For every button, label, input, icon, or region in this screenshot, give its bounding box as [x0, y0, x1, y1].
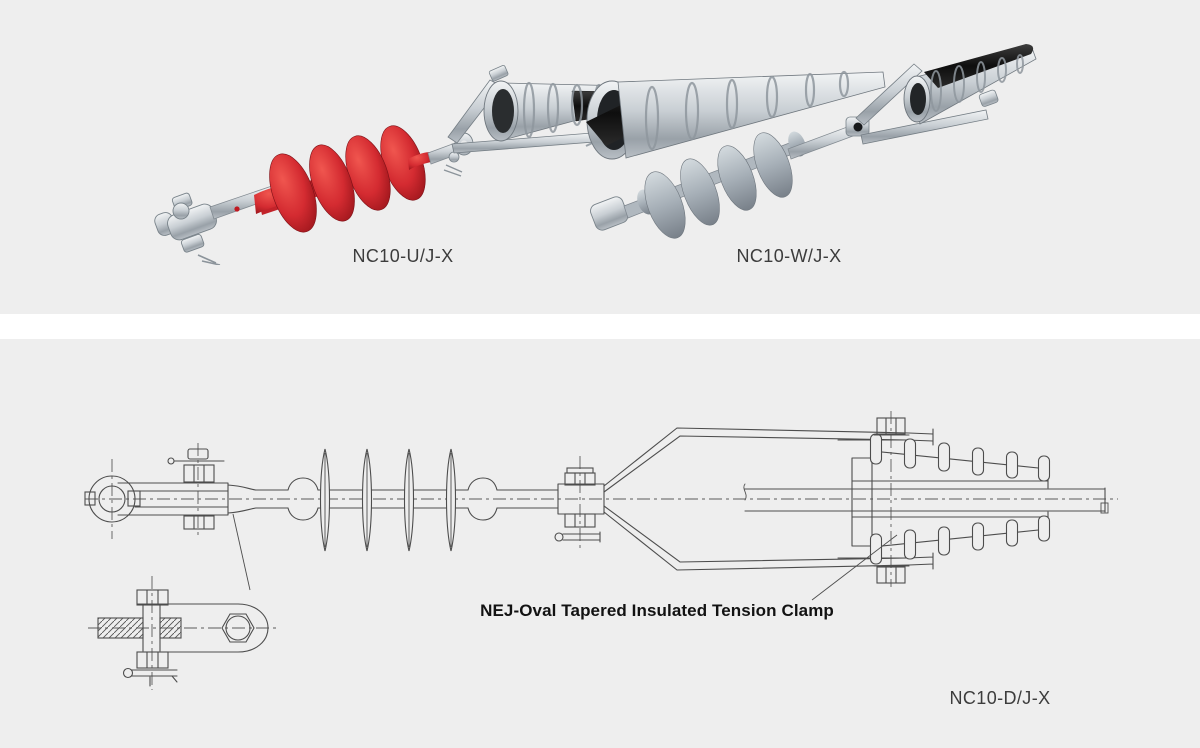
leader-detail: [232, 513, 251, 591]
leader-callout: [811, 534, 898, 601]
clamp-callout-text: NEJ-Oval Tapered Insulated Tension Clamp: [480, 601, 834, 620]
yoke-strap: [855, 63, 989, 145]
loose-clamp: [585, 70, 886, 160]
strap-bolt: [488, 65, 509, 82]
cotter-wire: [443, 164, 463, 177]
clevis-bolt: [167, 448, 225, 530]
product-label-nc10-d: NC10-D/J-X: [949, 688, 1051, 708]
left-clevis: [117, 482, 257, 516]
insulator-rod: [255, 477, 559, 521]
eye-bolt: [448, 151, 460, 163]
clamp-ribs-top: [869, 433, 1051, 482]
clamp-ribs-bottom: [869, 515, 1051, 565]
photo-nc10-w: [585, 44, 1037, 239]
gray-insulator: [590, 116, 870, 239]
end-cap: [590, 196, 629, 231]
conductor: [743, 483, 1109, 514]
detail-tongue-section: [97, 589, 269, 687]
product-label-nc10-w: NC10-W/J-X: [736, 246, 842, 266]
clamp-section: [851, 450, 1049, 548]
clamp-bolts: [873, 417, 910, 584]
photo-panel: NC10-U/J-X NC10-W/J-X: [0, 0, 1200, 314]
brand-mark: [234, 206, 240, 212]
tapered-clamp: [903, 44, 1037, 125]
photo-nc10-u: [154, 65, 693, 265]
clevis-fitting: [154, 192, 221, 265]
clamp-bolt: [978, 89, 999, 107]
sheds: [319, 448, 457, 552]
gray-sheds: [644, 132, 793, 239]
red-end-cap: [408, 152, 431, 170]
technical-drawing: [84, 411, 1118, 690]
drawing-panel: NEJ-Oval Tapered Insulated Tension Clamp…: [0, 339, 1200, 748]
eye-fitting: [84, 475, 141, 523]
right-clevis: [554, 467, 605, 543]
red-sheds: [269, 125, 426, 233]
product-label-nc10-u: NC10-U/J-X: [352, 246, 454, 266]
